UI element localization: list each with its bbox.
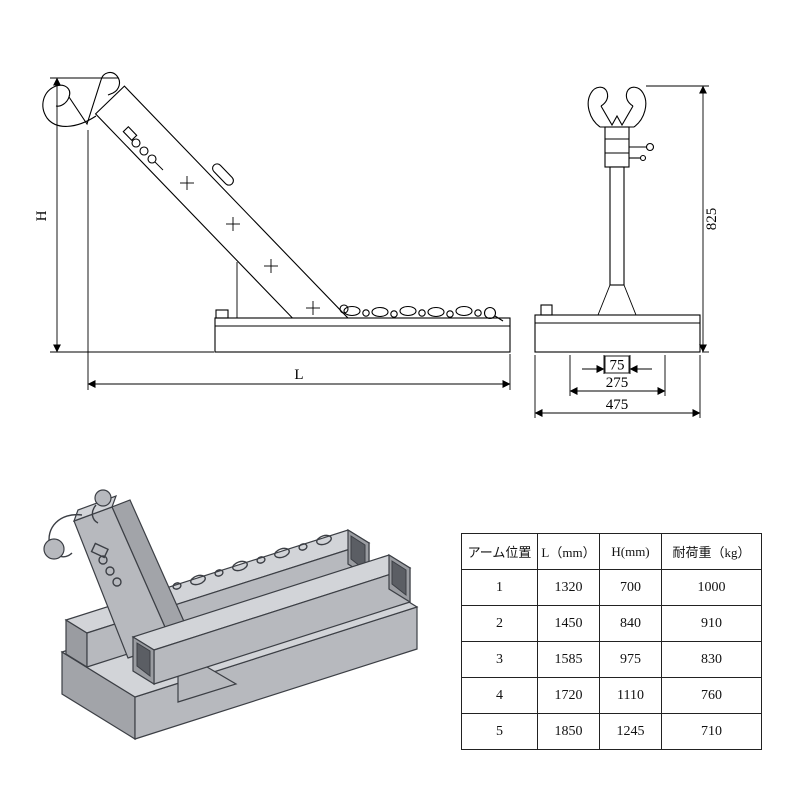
mast-post bbox=[609, 166, 625, 286]
cell-position: 5 bbox=[461, 713, 538, 750]
cell-H: 1110 bbox=[599, 677, 662, 714]
spec-table: アーム位置 L（mm） H(mm) 耐荷重（kg） 1 1320 700 100… bbox=[461, 533, 762, 750]
cell-L: 1720 bbox=[537, 677, 600, 714]
dimension-275: 275 bbox=[569, 355, 666, 396]
cell-load: 910 bbox=[661, 605, 762, 642]
mast-collar bbox=[604, 126, 655, 168]
spec-table-header-row: アーム位置 L（mm） H(mm) 耐荷重（kg） bbox=[461, 533, 762, 570]
dimension-L: L bbox=[87, 130, 511, 390]
front-base bbox=[534, 304, 701, 353]
cell-position: 1 bbox=[461, 569, 538, 606]
dim-label-L: L bbox=[294, 367, 303, 383]
tension-chain bbox=[339, 304, 504, 322]
arm-slot bbox=[212, 163, 234, 186]
dim-label-75: 75 bbox=[610, 358, 625, 374]
dimension-H: H bbox=[34, 77, 214, 353]
cell-position: 2 bbox=[461, 605, 538, 642]
cell-position: 4 bbox=[461, 677, 538, 714]
cell-load: 710 bbox=[661, 713, 762, 750]
dim-label-475: 475 bbox=[606, 397, 629, 413]
dim-label-H: H bbox=[34, 210, 50, 221]
hook-ball bbox=[43, 538, 65, 560]
dimension-825: 825 bbox=[646, 85, 720, 353]
cell-load: 760 bbox=[661, 677, 762, 714]
header-H-mm: H(mm) bbox=[599, 533, 662, 570]
cell-load: 1000 bbox=[661, 569, 762, 606]
cell-H: 700 bbox=[599, 569, 662, 606]
dim-label-825: 825 bbox=[704, 208, 720, 231]
dimension-475: 475 bbox=[534, 355, 701, 418]
front-view-drawing: 825 75 275 475 bbox=[534, 85, 720, 418]
iso-arm bbox=[43, 489, 191, 659]
header-L-mm: L（mm） bbox=[537, 533, 600, 570]
front-saddle bbox=[587, 86, 647, 128]
cell-load: 830 bbox=[661, 641, 762, 678]
header-load-kg: 耐荷重（kg） bbox=[661, 533, 762, 570]
support-bracket bbox=[597, 284, 637, 316]
isometric-view-drawing bbox=[43, 489, 419, 741]
front-fork-pocket bbox=[131, 553, 412, 686]
dimension-75: 75 bbox=[582, 355, 652, 374]
side-view-drawing: H L bbox=[34, 71, 511, 390]
cell-H: 1245 bbox=[599, 713, 662, 750]
arm-beam bbox=[94, 85, 350, 319]
base-body bbox=[214, 309, 511, 353]
position-marks bbox=[180, 176, 320, 315]
cell-L: 1450 bbox=[537, 605, 600, 642]
cell-H: 840 bbox=[599, 605, 662, 642]
cell-position: 3 bbox=[461, 641, 538, 678]
cell-L: 1320 bbox=[537, 569, 600, 606]
saddle-prong bbox=[94, 489, 112, 507]
cell-L: 1585 bbox=[537, 641, 600, 678]
table-row: 2 1450 840 910 bbox=[461, 605, 762, 642]
table-row: 5 1850 1245 710 bbox=[461, 713, 762, 750]
table-row: 4 1720 1110 760 bbox=[461, 677, 762, 714]
cell-H: 975 bbox=[599, 641, 662, 678]
header-arm-position: アーム位置 bbox=[461, 533, 538, 570]
table-row: 1 1320 700 1000 bbox=[461, 569, 762, 606]
dim-label-275: 275 bbox=[606, 375, 629, 391]
chain-binder-detail bbox=[122, 125, 164, 171]
table-row: 3 1585 975 830 bbox=[461, 641, 762, 678]
cell-L: 1850 bbox=[537, 713, 600, 750]
